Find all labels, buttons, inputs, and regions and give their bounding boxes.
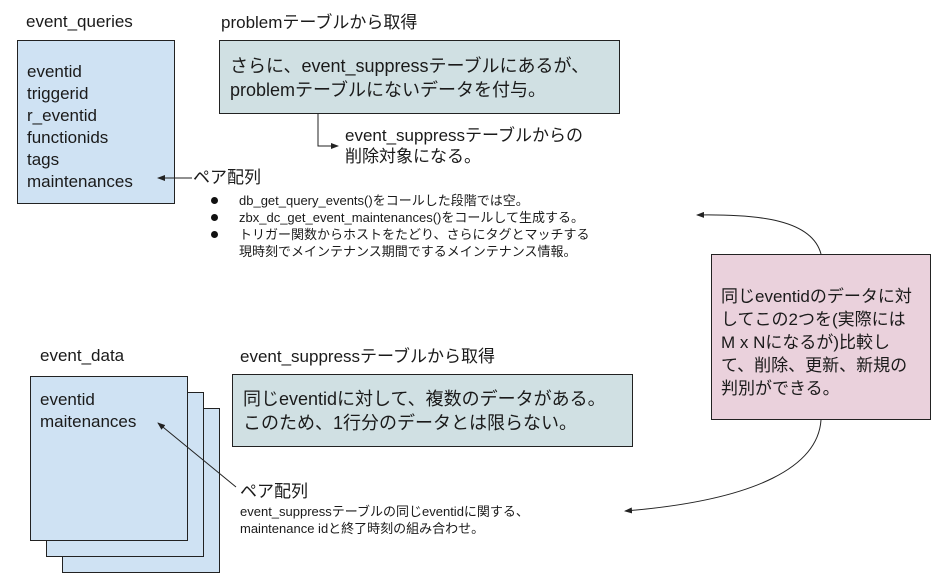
comparison-box: 同じeventidのデータに対 してこの2つを(実際には M x Nになるが)比… [711, 254, 931, 420]
comparison-line-1: 同じeventidのデータに対 [721, 287, 912, 306]
event-suppress-line-1: 同じeventidに対して、複数のデータがある。 [243, 389, 606, 409]
arrow-compare-to-upper [696, 211, 822, 255]
problem-section-title: problemテーブルから取得 [221, 13, 418, 32]
comparison-line-2: してこの2つを(実際には [721, 310, 906, 329]
bullet-item: トリガー関数からホストをたどり、さらにタグとマッチする現時刻でメインテナンス期間… [207, 226, 589, 260]
event-suppress-title: event_suppressテーブルから取得 [240, 347, 496, 366]
maintenances-pair-label: ペア配列 [193, 168, 261, 187]
comparison-line-3: M x Nになるが)比較し [721, 333, 891, 352]
bullet-item: db_get_query_events()をコールした段階では空。 [207, 192, 589, 209]
bullet-item: zbx_dc_get_event_maintenances()をコールして生成す… [207, 209, 589, 226]
field-r-eventid: r_eventid [27, 106, 97, 125]
event-queries-box: eventid triggerid r_eventid functionids … [17, 40, 175, 204]
event-suppress-line-2: このため、1行分のデータとは限らない。 [243, 413, 578, 433]
field-eventid: eventid [27, 62, 82, 81]
event-data-title: event_data [40, 346, 125, 365]
field-eventid: eventid [40, 390, 95, 409]
event-data-note-line-1: event_suppressテーブルの同じeventidに関する、 [240, 504, 529, 519]
bullet-dot-icon [211, 197, 218, 204]
event-queries-title: event_queries [26, 12, 133, 31]
problem-box-line-2: problemテーブルにないデータを付与。 [230, 80, 546, 100]
problem-box-line-1: さらに、event_suppressテーブルにあるが、 [230, 56, 590, 76]
field-maitenances: maitenances [40, 412, 137, 431]
bullet-dot-icon [211, 231, 218, 238]
event-data-pair-label: ペア配列 [240, 482, 308, 501]
maintenances-bullet-list: db_get_query_events()をコールした段階では空。 zbx_dc… [207, 192, 589, 260]
problem-note-line-2: 削除対象になる。 [345, 147, 481, 166]
arrow-compare-to-lower [624, 419, 822, 514]
problem-note: event_suppressテーブルからの 削除対象になる。 [345, 125, 583, 167]
arrow-problem-to-note [317, 114, 339, 149]
field-tags: tags [27, 150, 60, 169]
problem-box: さらに、event_suppressテーブルにあるが、 problemテーブルに… [219, 40, 620, 114]
event-data-box: eventid maitenances [30, 376, 188, 541]
comparison-line-4: て、削除、更新、新規の [721, 356, 908, 375]
bullet-dot-icon [211, 214, 218, 221]
problem-note-line-1: event_suppressテーブルからの [345, 126, 584, 145]
comparison-line-5: 判別ができる。 [721, 379, 840, 398]
event-suppress-box: 同じeventidに対して、複数のデータがある。 このため、1行分のデータとは限… [232, 374, 633, 447]
field-triggerid: triggerid [27, 84, 89, 103]
event-data-note-line-2: maintenance idと終了時刻の組み合わせ。 [240, 521, 485, 536]
event-data-note: event_suppressテーブルの同じeventidに関する、 mainte… [240, 503, 529, 537]
field-maintenances: maintenances [27, 172, 133, 191]
field-functionids: functionids [27, 128, 109, 147]
